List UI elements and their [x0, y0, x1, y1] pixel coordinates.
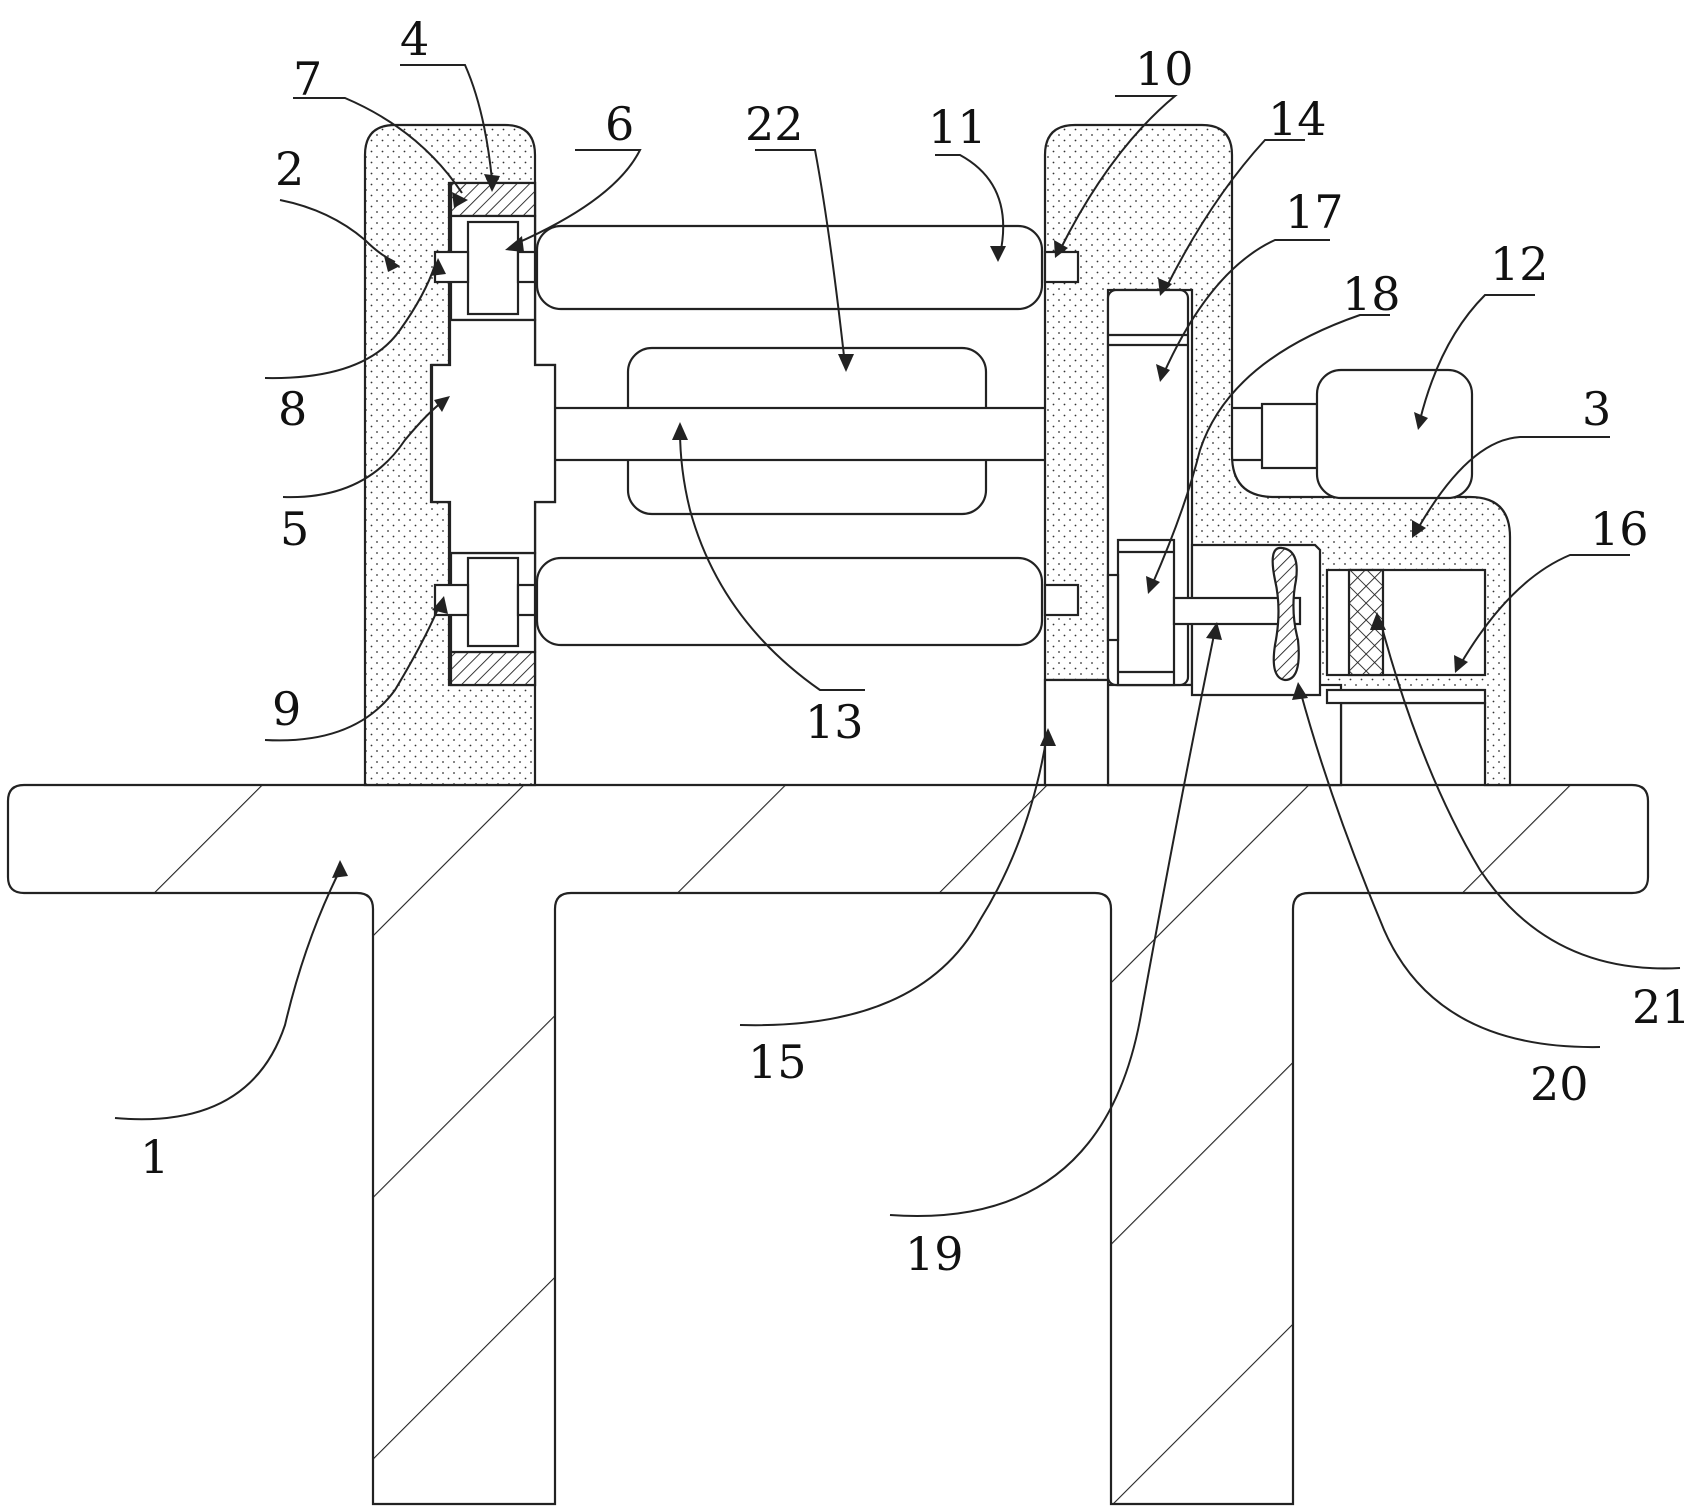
label-19: 19 [905, 1227, 964, 1281]
label-6: 6 [605, 97, 634, 151]
label-17: 17 [1285, 185, 1344, 239]
rollers [535, 224, 1267, 647]
coupling-5 [430, 318, 557, 555]
label-18: 18 [1342, 267, 1401, 321]
label-7: 7 [293, 52, 322, 106]
label-4: 4 [400, 12, 429, 66]
label-20: 20 [1530, 1057, 1589, 1111]
motor-12 [1260, 368, 1474, 500]
label-21: 21 [1632, 980, 1691, 1034]
label-1: 1 [140, 1130, 169, 1184]
labels: 1 2 3 4 5 6 7 8 9 10 11 12 13 14 15 16 1… [140, 12, 1691, 1281]
label-16: 16 [1590, 502, 1649, 556]
label-13: 13 [805, 695, 864, 749]
label-8: 8 [278, 382, 307, 436]
leader-lines [114, 64, 1681, 1217]
label-5: 5 [280, 502, 309, 556]
label-22: 22 [745, 97, 804, 151]
arrow-heads [332, 174, 1468, 878]
label-15: 15 [748, 1035, 807, 1089]
label-11: 11 [928, 100, 987, 154]
label-9: 9 [272, 682, 301, 736]
drive-parts [1106, 288, 1385, 687]
label-3: 3 [1582, 382, 1611, 436]
label-12: 12 [1490, 237, 1549, 291]
label-14: 14 [1268, 92, 1327, 146]
label-10: 10 [1135, 42, 1194, 96]
base-part-1 [6, 783, 1650, 1506]
label-2: 2 [275, 142, 304, 196]
